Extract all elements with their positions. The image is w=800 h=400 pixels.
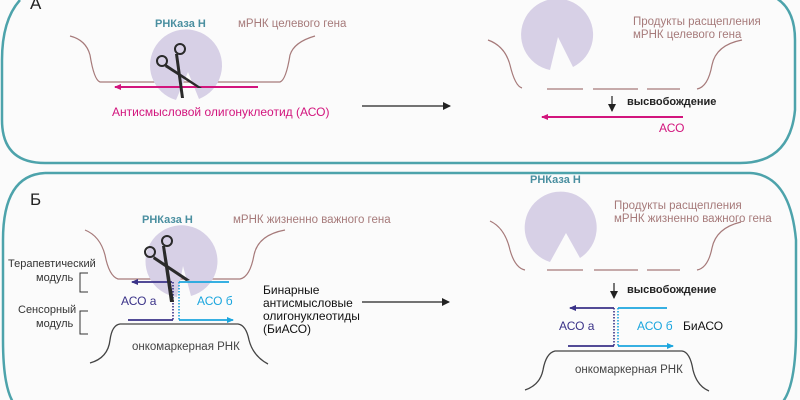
release-label-b: высвобождение — [627, 284, 717, 296]
panel-b-letter: Б — [30, 190, 42, 209]
biaso-line4: (БиАСО) — [263, 322, 312, 336]
products-line2-a: мРНК целевого гена — [633, 29, 742, 41]
mrna-fragment-left-a — [487, 39, 523, 89]
mrna-label-b: мРНК жизненно важного гена — [233, 214, 391, 226]
aso-b-label: АСО б — [197, 294, 233, 308]
panel-b-frame — [1, 171, 798, 400]
panel-a-frame — [0, 0, 797, 165]
sensor-module-line1: Сенсорный — [18, 304, 77, 316]
aso-b-label-right: АСО б — [637, 319, 673, 333]
scissors-icon-b — [144, 235, 190, 302]
sensor-module-line2: модуль — [36, 318, 74, 330]
rnase-h-label-b-right: РНКаза Н — [530, 174, 581, 186]
rnase-h-label-a: РНКаза Н — [155, 18, 206, 30]
sensor-bracket — [79, 310, 88, 335]
rnase-h-label-b: РНКаза Н — [142, 214, 193, 226]
products-line1-a: Продукты расщепления — [633, 16, 761, 28]
therapeutic-module-line2: модуль — [36, 272, 74, 284]
onco-rna-b — [89, 323, 269, 365]
rnase-h-a-right — [521, 0, 594, 70]
release-label-a: высвобождение — [627, 96, 717, 108]
therapeutic-module-line1: Терапевтический — [8, 258, 96, 270]
aso-a-label: АСО а — [121, 294, 157, 308]
therapeutic-bracket — [79, 272, 88, 293]
panel-a-letter: А — [30, 0, 42, 13]
biaso-line3: олигонуклеотиды — [263, 309, 360, 323]
onco-rna-label: онкомаркерная РНК — [132, 341, 240, 353]
aso-label-a: Антисмысловой олигонуклеотид (АСО) — [112, 105, 330, 119]
products-line2-b: мРНК жизненно важного гена — [614, 213, 772, 225]
onco-rna-b-right — [524, 350, 710, 392]
mrna-label-a: мРНК целевого гена — [238, 18, 347, 30]
biaso-line1: Бинарные — [263, 283, 320, 297]
mrna-fragment-right-a — [696, 39, 743, 90]
onco-rna-label-right: онкомаркерная РНК — [575, 364, 683, 376]
products-line1-b: Продукты расщепления — [614, 200, 742, 212]
biaso-line2: антисмысловые — [263, 296, 353, 310]
mrna-fragment-right-b — [696, 221, 742, 271]
biaso-short-label: БиАСО — [683, 319, 724, 333]
scissors-icon-a — [156, 43, 202, 98]
rnase-h-a — [150, 29, 223, 100]
aso-a-label-right: АСО а — [559, 319, 595, 333]
mrna-fragment-left-b — [489, 220, 526, 271]
rnase-h-b — [145, 225, 218, 297]
rnase-h-b-right — [524, 191, 597, 262]
aso-short-label-a: АСО — [659, 121, 685, 135]
